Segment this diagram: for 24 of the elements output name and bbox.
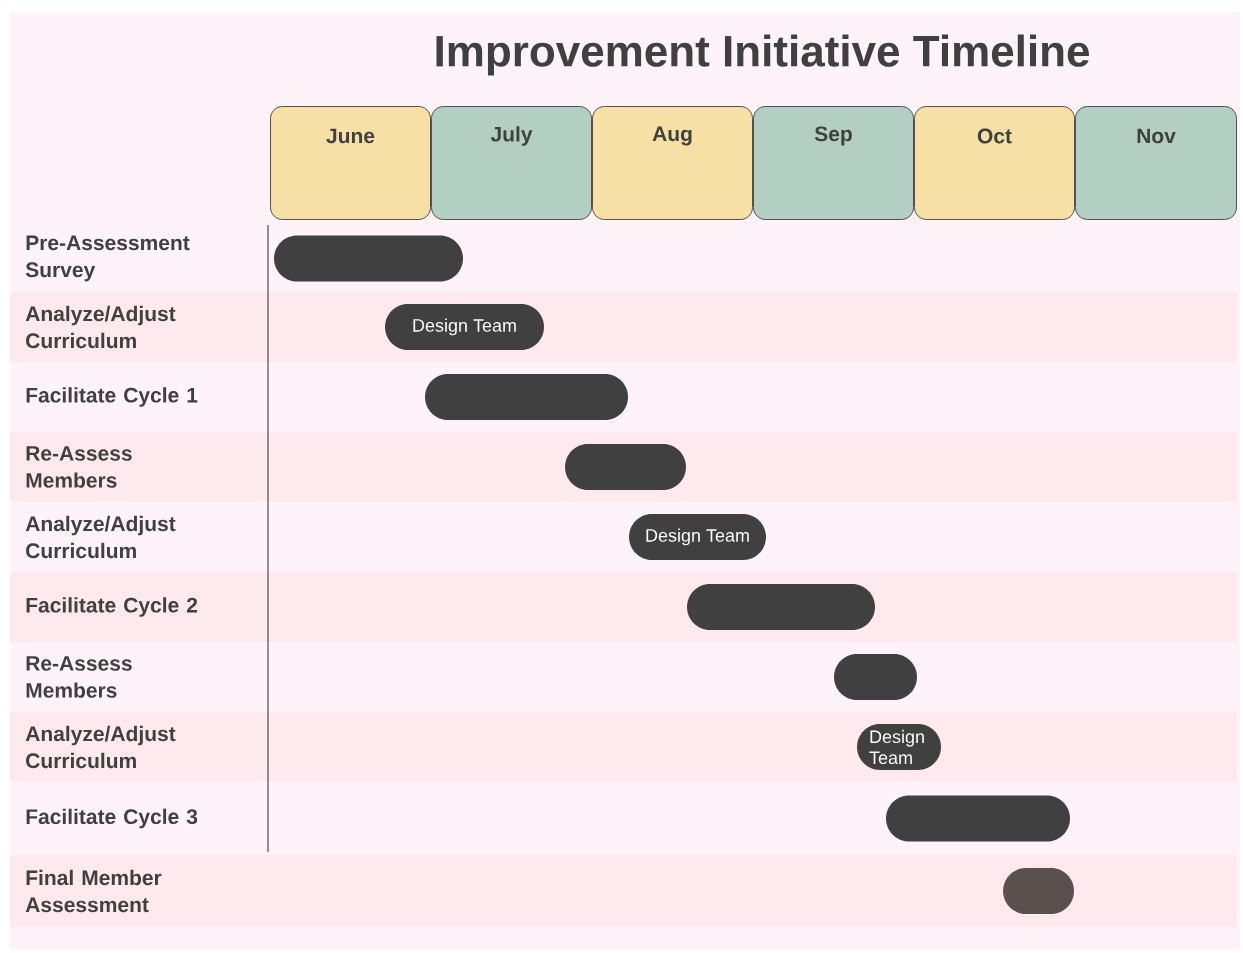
timeline-bar bbox=[425, 374, 628, 420]
month-box: Nov bbox=[1075, 106, 1237, 220]
timeline-bar bbox=[274, 235, 463, 282]
row-label: Pre-Assessment Survey bbox=[25, 235, 190, 282]
month-box: July bbox=[431, 106, 592, 220]
row-label: Re-Assess Members bbox=[26, 656, 132, 698]
timeline-bar: Design Team bbox=[857, 724, 941, 770]
timeline-bar bbox=[687, 584, 875, 630]
month-box: Sep bbox=[753, 106, 914, 220]
title: Improvement Initiative Timeline bbox=[436, 34, 1089, 76]
row-label: Facilitate Cycle 3 bbox=[26, 808, 198, 829]
timeline-bar bbox=[1003, 868, 1074, 914]
timeline-bar bbox=[834, 654, 917, 700]
row-label: Analyze/Adjust Curriculum bbox=[25, 305, 176, 349]
row-label: Analyze/Adjust Curriculum bbox=[25, 515, 176, 559]
month-box: June bbox=[270, 106, 431, 220]
row-label: Final Member Assessment bbox=[25, 869, 162, 913]
month-box: Aug bbox=[592, 106, 753, 220]
row-label: Facilitate Cycle 1 bbox=[26, 387, 198, 407]
row-label: Re-Assess Members bbox=[26, 446, 132, 488]
row-label: Analyze/Adjust Curriculum bbox=[25, 725, 176, 769]
month-box: Oct bbox=[914, 106, 1075, 220]
row-label: Facilitate Cycle 2 bbox=[26, 597, 198, 617]
timeline-bar bbox=[886, 795, 1070, 842]
